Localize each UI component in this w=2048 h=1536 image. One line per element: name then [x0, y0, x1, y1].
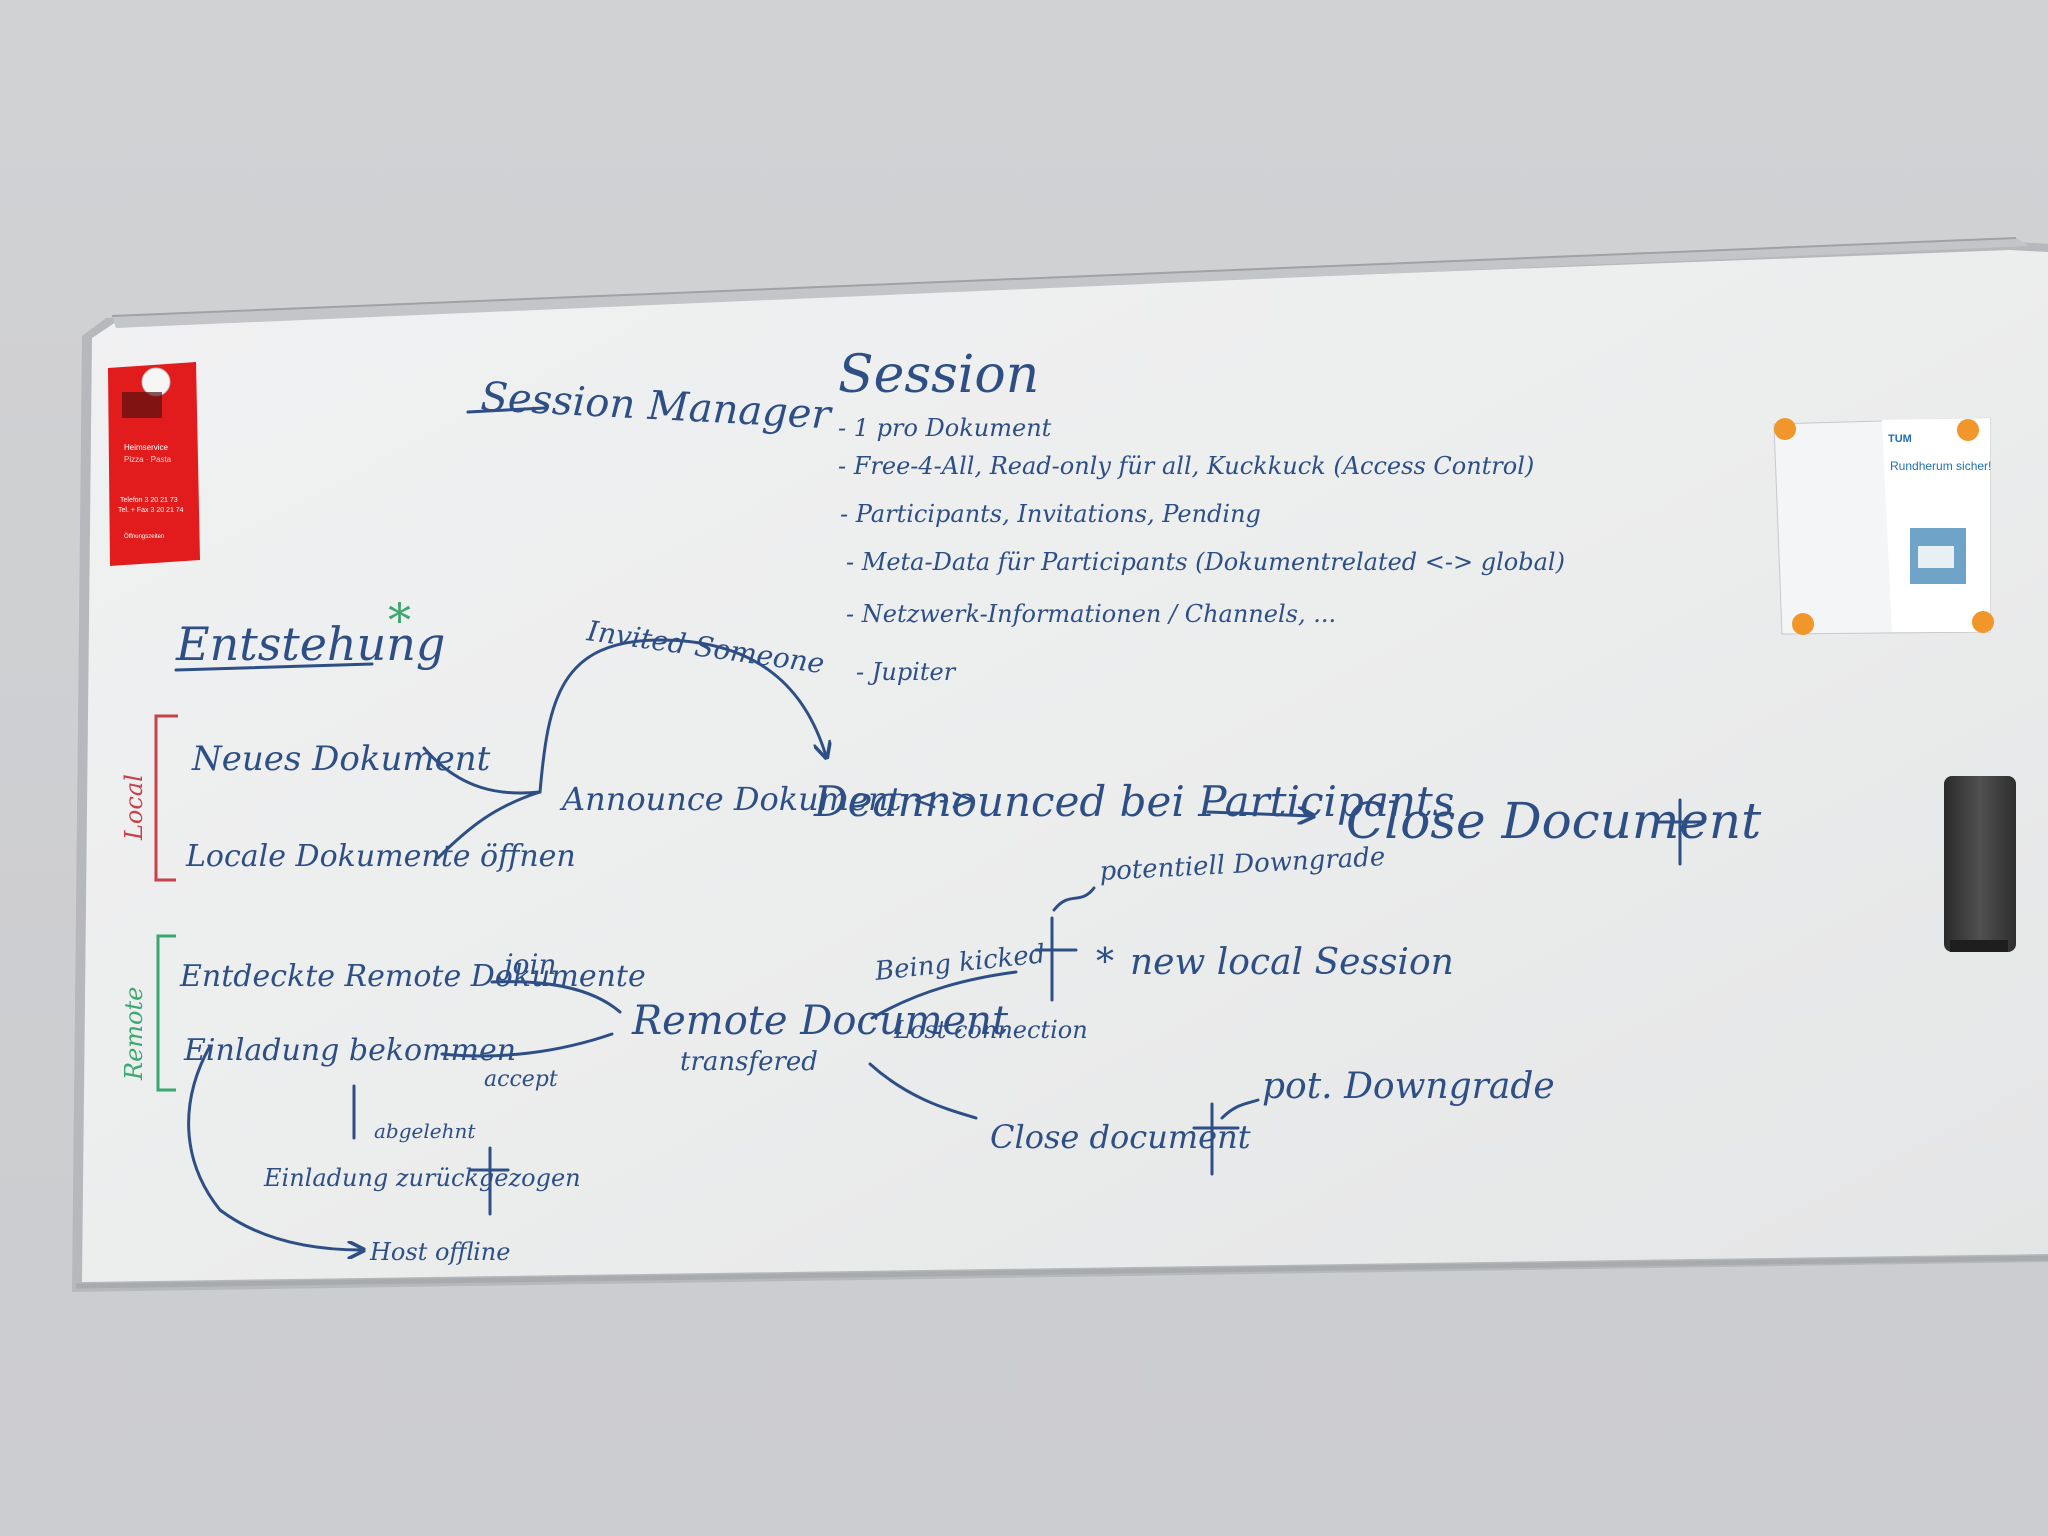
session-point-2: - Free-4-All, Read-only für all, Kuckkuc…: [838, 452, 1534, 480]
magnet-orange: [1957, 419, 1979, 441]
magnet-orange: [1792, 613, 1814, 635]
join-label: join: [498, 948, 557, 981]
abgelehnt: abgelehnt: [374, 1119, 476, 1143]
new-local-session: new local Session: [1130, 942, 1454, 983]
session-point-6: - Jupiter: [856, 658, 957, 686]
session-point-4: - Meta-Data für Participants (Dokumentre…: [846, 548, 1565, 576]
tum-logo: TUM: [1888, 433, 1912, 445]
heading-session: Session: [838, 345, 1039, 405]
cross-mark: [1654, 798, 1706, 866]
flyer-line-1: Heimservice: [124, 443, 169, 452]
red-pizza-flyer: Heimservice Pizza · Pasta Telefon 3 20 2…: [108, 362, 200, 566]
eraser: [1944, 776, 2016, 952]
cross-mark: [468, 1146, 510, 1216]
transfered: transfered: [680, 1047, 818, 1077]
local-label: Local: [120, 774, 148, 841]
accept-label: accept: [484, 1067, 558, 1092]
deannounced: Deannounced bei Participants: [813, 777, 1454, 826]
remote-document: Remote Document: [631, 998, 1009, 1044]
brochure-title: Rundherum sicher!: [1890, 459, 1991, 473]
remote-label: Remote: [120, 987, 148, 1081]
cross-mark: [1192, 1102, 1240, 1176]
announce-dokument: Announce Dokument <->: [559, 780, 976, 818]
pot-downgrade: pot. Downgrade: [1262, 1066, 1555, 1107]
tum-brochure: TUM Rundherum sicher!: [1773, 417, 1994, 635]
marker-tray: [112, 238, 2030, 328]
magnet-white: [141, 367, 171, 397]
cross-mark: [1034, 916, 1078, 1002]
einladung-bekommen: Einladung bekommen: [183, 1033, 516, 1068]
flyer-image: [122, 392, 162, 418]
magnet-orange: [1972, 611, 1994, 633]
lokale-dokumente: Locale Dokumente öffnen: [185, 839, 576, 874]
magnet-orange: [1774, 418, 1796, 440]
green-star: *: [388, 593, 411, 647]
flyer-line-5: Öffnungszeiten: [124, 533, 164, 540]
new-local-session-star: *: [1096, 942, 1114, 983]
session-point-3: - Participants, Invitations, Pending: [840, 500, 1261, 528]
neues-dokument: Neues Dokument: [191, 739, 491, 779]
einladung-zurueckgezogen: Einladung zurückgezogen: [263, 1164, 581, 1192]
flyer-line-2: Pizza · Pasta: [124, 455, 172, 464]
session-point-1: - 1 pro Dokument: [838, 414, 1052, 442]
flyer-line-3: Telefon 3 20 21 73: [120, 497, 178, 504]
close-document-bottom: Close document: [990, 1118, 1251, 1156]
host-offline: Host offline: [369, 1238, 510, 1266]
session-point-5: - Netzwerk-Informationen / Channels, ...: [846, 600, 1336, 628]
lost-connection: Lost connection: [893, 1016, 1088, 1044]
flyer-line-4: Tel. + Fax 3 20 21 74: [118, 507, 184, 514]
entstehung-label: Entstehung: [175, 617, 445, 671]
whiteboard: [72, 237, 2048, 1292]
